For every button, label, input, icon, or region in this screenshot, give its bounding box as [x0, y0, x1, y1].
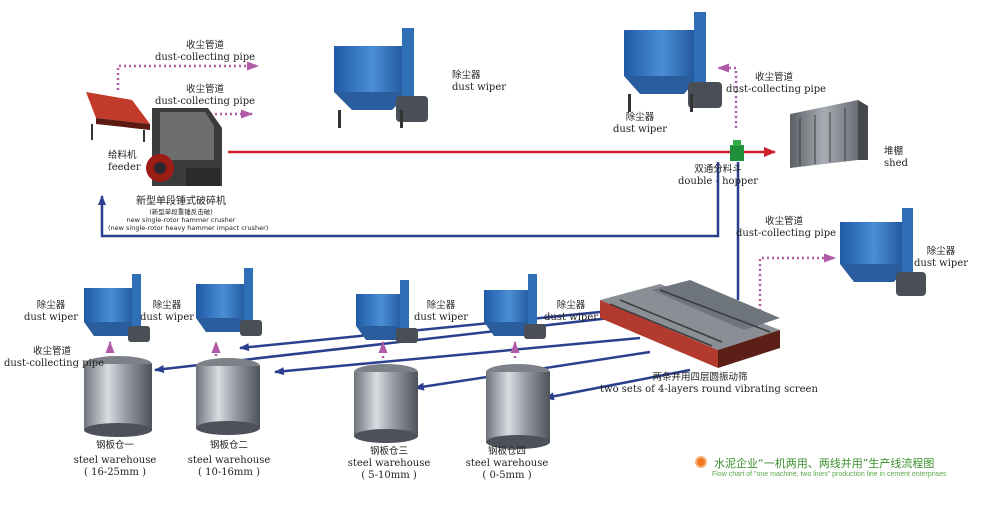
warehouse-label-2: 钢板仓二 steel warehouse ( 10-16mm )	[184, 440, 274, 479]
wiper-label-top-right-en: dust wiper	[612, 124, 668, 135]
warehouse-4-size: ( 0-5mm )	[482, 470, 532, 481]
warehouse-3-zh: 钢板仓三	[369, 446, 408, 457]
wiper-label-w2-zh: 除尘器	[152, 300, 182, 311]
screen-label: 两条并用四层圆振动筛 two sets of 4-layers round vi…	[600, 372, 818, 396]
feeder-label-en: feeder	[108, 162, 141, 173]
dust-wiper-top-right	[624, 12, 722, 112]
warehouse-4-en: steel warehouse	[465, 458, 549, 469]
silo-3	[354, 364, 418, 443]
pipe-label-left-low-zh: 收尘管道	[32, 346, 71, 357]
feeder-machine	[86, 92, 150, 142]
feeder-label: 给料机 feeder	[108, 150, 141, 174]
wiper-label-w2: 除尘器 dust wiper	[138, 300, 196, 324]
pipe-label-right-mid: 收尘管道 dust-collecting pipe	[736, 216, 837, 240]
crusher-label-zh-small: (新型单段重锤反击破)	[149, 208, 213, 216]
wiper-label-right-mid-en: dust wiper	[913, 258, 969, 269]
warehouse-3-en: steel warehouse	[347, 458, 431, 469]
warehouse-label-4: 钢板仓四 steel warehouse ( 0-5mm )	[462, 446, 552, 482]
dust-wiper-low-2	[196, 268, 262, 336]
silo-1	[84, 356, 152, 437]
wiper-label-w3-en: dust wiper	[413, 312, 469, 323]
warehouse-1-zh: 钢板仓一	[95, 440, 134, 451]
crusher-label-zh: 新型单段锤式破碎机	[136, 196, 226, 207]
warehouse-1-size: ( 16-25mm )	[84, 467, 146, 478]
legend-bullet-icon	[695, 456, 707, 468]
wiper-label-w1-en: dust wiper	[23, 312, 79, 323]
pipe-label-right-top-en: dust-collecting pipe	[726, 84, 827, 95]
wiper-label-w3: 除尘器 dust wiper	[412, 300, 470, 324]
warehouse-3-size: ( 5-10mm )	[361, 470, 417, 481]
warehouse-2-zh: 钢板仓二	[209, 440, 248, 451]
hopper-label-zh: 双通分料斗	[694, 164, 742, 175]
warehouse-label-3: 钢板仓三 steel warehouse ( 5-10mm )	[344, 446, 434, 482]
pipe-label-left-low: 收尘管道 dust-collecting pipe	[4, 346, 105, 370]
wiper-label-w4: 除尘器 dust wiper	[542, 300, 600, 324]
warehouse-label-1: 钢板仓一 steel warehouse ( 16-25mm )	[70, 440, 160, 479]
crusher-label-en2: (new single-rotor heavy hammer impact cr…	[108, 224, 269, 232]
wiper-label-w3-zh: 除尘器	[426, 300, 456, 311]
hammer-crusher	[146, 108, 222, 186]
double-hopper	[730, 140, 744, 161]
wiper-label-top-center-en: dust wiper	[452, 82, 507, 93]
screen-label-zh: 两条并用四层圆振动筛	[652, 372, 748, 383]
pipe-label-top1-en: dust-collecting pipe	[154, 52, 256, 63]
pipe-label-right-top-zh: 收尘管道	[754, 72, 793, 83]
wiper-label-top-center: 除尘器 dust wiper	[452, 70, 506, 94]
dust-wiper-low-4	[484, 274, 546, 339]
shed-label-en: shed	[884, 158, 908, 169]
hopper-label: 双通分料斗 double - hopper	[672, 164, 764, 188]
feeder-label-zh: 给料机	[108, 150, 137, 161]
dust-wiper-top-center	[334, 28, 428, 128]
wiper-label-top-right: 除尘器 dust wiper	[612, 112, 668, 136]
warehouse-2-size: ( 10-16mm )	[198, 467, 260, 478]
warehouse-4-zh: 钢板仓四	[487, 446, 526, 457]
wiper-label-w1-zh: 除尘器	[36, 300, 66, 311]
wiper-label-w1: 除尘器 dust wiper	[22, 300, 80, 324]
legend-title: 水泥企业“一机两用、两线并用”生产线流程图	[714, 457, 935, 470]
vibrating-screen	[600, 280, 780, 368]
screen-label-en: two sets of 4-layers round vibrating scr…	[600, 384, 818, 395]
dust-wiper-low-3	[356, 280, 418, 343]
dust-wiper-right-mid	[840, 208, 926, 296]
wiper-label-right-mid: 除尘器 dust wiper	[912, 246, 970, 270]
pipe-label-right-top: 收尘管道 dust-collecting pipe	[726, 72, 827, 96]
wiper-label-top-center-zh: 除尘器	[452, 70, 481, 81]
shed-label-zh: 堆棚	[884, 146, 904, 157]
pipe-label-top2: 收尘管道 dust-collecting pipe	[150, 84, 260, 108]
dust-wiper-low-1	[84, 274, 150, 342]
legend-subtitle: Flow chart of "one machine, two lines" p…	[712, 471, 947, 478]
wiper-label-w4-zh: 除尘器	[556, 300, 586, 311]
silo-2	[196, 358, 260, 435]
shed-building	[790, 100, 868, 168]
crusher-label: 新型单段锤式破碎机 (新型单段重锤反击破) new single-rotor h…	[108, 196, 269, 232]
wiper-label-w2-en: dust wiper	[139, 312, 195, 323]
wiper-label-top-right-zh: 除尘器	[625, 112, 655, 123]
wiper-label-right-mid-zh: 除尘器	[926, 246, 956, 257]
pipe-label-right-mid-en: dust-collecting pipe	[736, 228, 837, 239]
pipe-label-top2-en: dust-collecting pipe	[154, 96, 256, 107]
hopper-label-en: double - hopper	[677, 176, 759, 187]
warehouse-2-en: steel warehouse	[187, 455, 271, 466]
pipe-label-left-low-en: dust-collecting pipe	[4, 358, 105, 369]
pipe-label-top2-zh: 收尘管道	[185, 84, 224, 95]
pipe-label-right-mid-zh: 收尘管道	[764, 216, 803, 227]
shed-label: 堆棚 shed	[884, 146, 908, 170]
wiper-label-w4-en: dust wiper	[543, 312, 599, 323]
warehouse-1-en: steel warehouse	[73, 455, 157, 466]
pipe-label-top1: 收尘管道 dust-collecting pipe	[150, 40, 260, 64]
silo-4	[486, 364, 550, 449]
pipe-label-top1-zh: 收尘管道	[185, 40, 224, 51]
crusher-label-en1: new single-rotor hammer crusher	[126, 216, 236, 224]
